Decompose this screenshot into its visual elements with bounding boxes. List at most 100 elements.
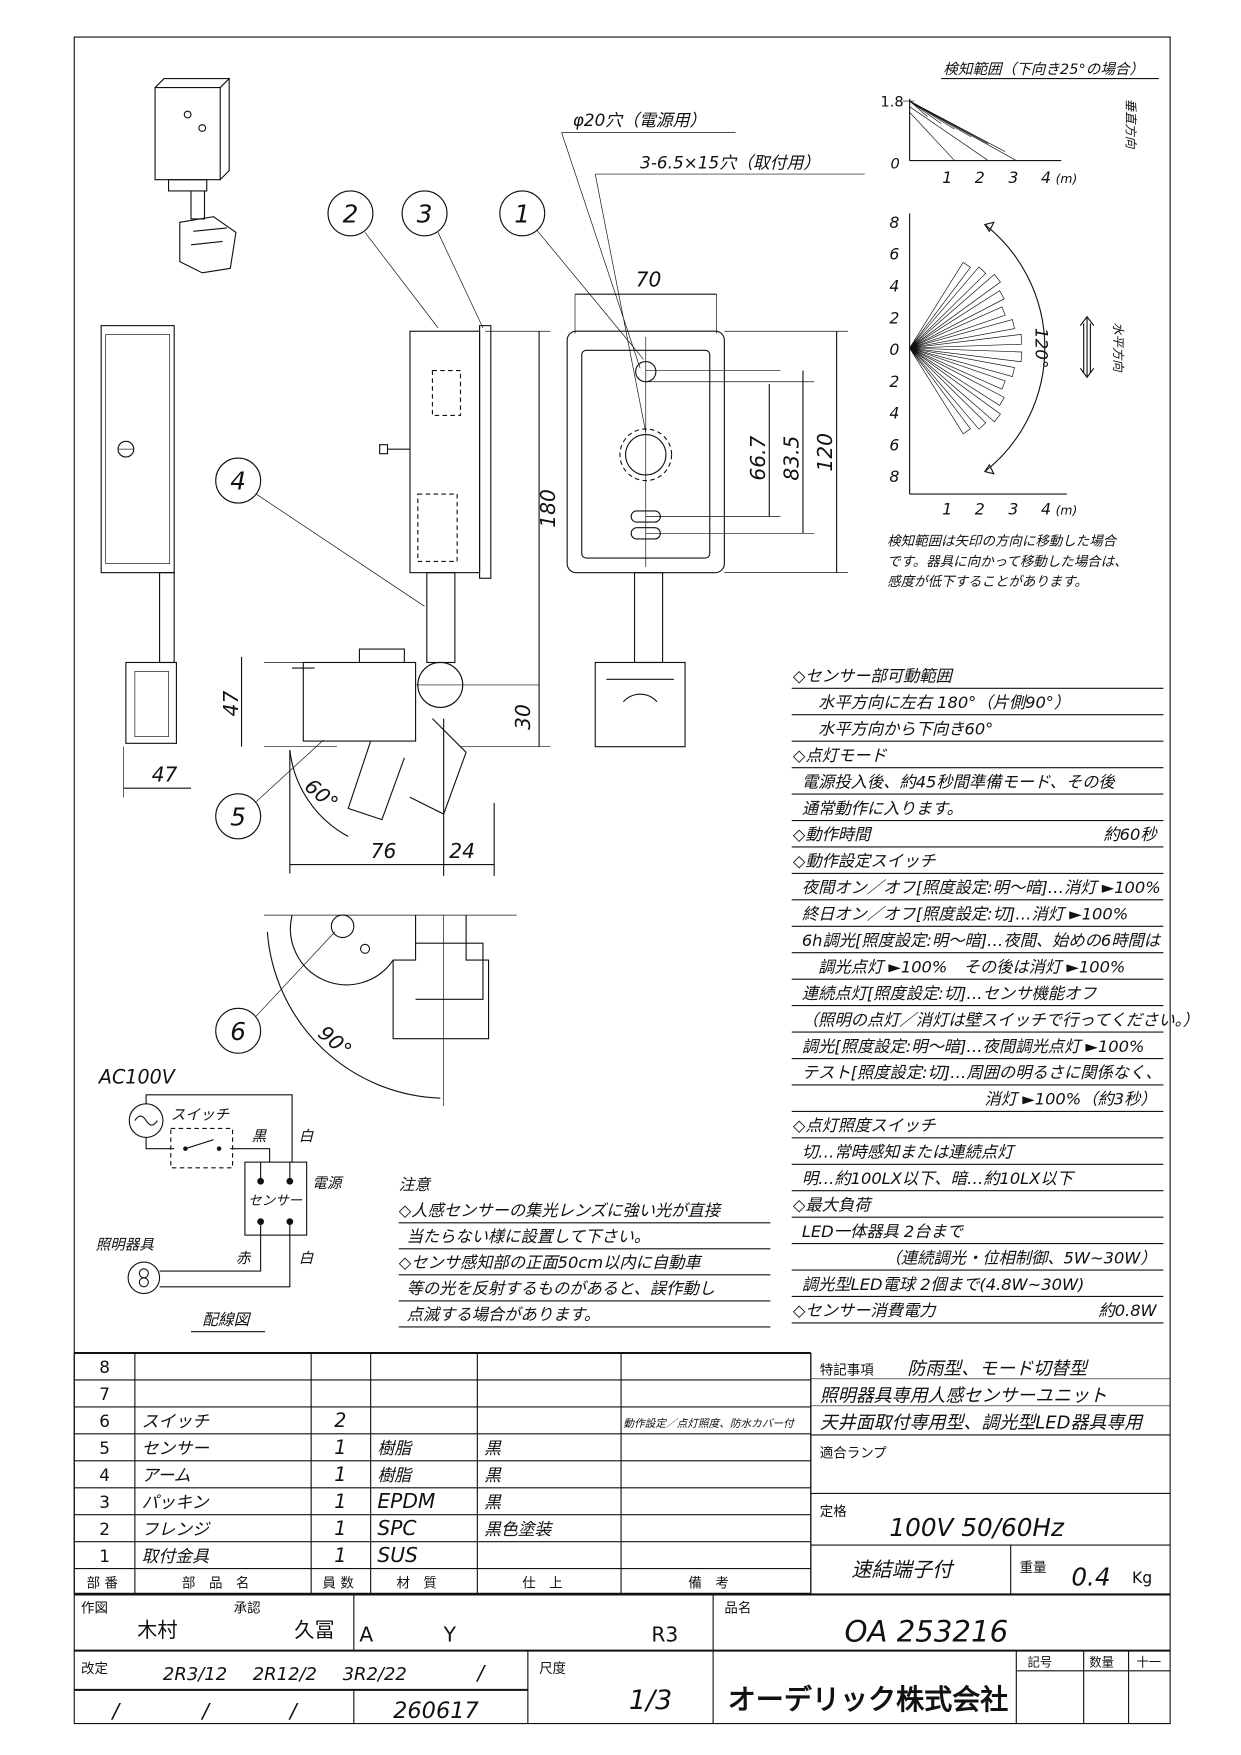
cell-quantity: 1 bbox=[334, 1491, 346, 1513]
horizontal-direction-label: 水平方向 bbox=[1111, 322, 1125, 373]
wiring-diagram: AC100V スイッチ 黒 白 センサー 電源 照明器具 赤 白 配線図 bbox=[96, 1067, 344, 1333]
cell-quantity: 1 bbox=[334, 1518, 346, 1540]
company-name: オーデリック株式会社 bbox=[728, 1683, 1009, 1716]
callouts: 1 2 3 4 5 6 bbox=[215, 190, 644, 1054]
switch-label: スイッチ bbox=[171, 1106, 230, 1123]
title-block: 作図 木村 承認 久冨 A Y R3 品名 OA 253216 改定 2R3/1… bbox=[74, 1593, 1171, 1724]
bottom-view: 90° bbox=[263, 914, 517, 1106]
spec-row: LED一体器具 2台まで bbox=[791, 1222, 1164, 1245]
detection-zone bbox=[909, 266, 987, 349]
y-tick: 2 bbox=[889, 308, 899, 327]
header-part-no: 部番 bbox=[87, 1576, 123, 1592]
detection-zone bbox=[909, 347, 1006, 390]
spec-text: ◇センサー部可動範囲 bbox=[793, 667, 955, 686]
callout-1: 1 bbox=[514, 199, 530, 228]
spec-row: ◇動作設定スイッチ bbox=[791, 852, 1164, 874]
spec-value: （連続調光・位相制御、5W~30W） bbox=[885, 1248, 1157, 1267]
header-remarks: 備考 bbox=[688, 1576, 742, 1592]
spec-text: 水平方向から下向き60° bbox=[802, 719, 994, 738]
spec-row: 連続点灯[照度設定:切]…センサ機能オフ bbox=[791, 984, 1164, 1007]
dim-47-side: 47 bbox=[219, 691, 243, 717]
spec-row: 明…約100LX以下、暗…約10LX以下 bbox=[791, 1169, 1164, 1192]
sweep-arc bbox=[984, 224, 1046, 473]
cell-part-name: アーム bbox=[142, 1465, 191, 1485]
spec-row: ◇点灯照度スイッチ bbox=[791, 1116, 1164, 1139]
vertical-detection-chart: 検知範囲（下向き25°の場合） 1.8 0 1 2 3 4 (m) 垂直方向 bbox=[880, 61, 1159, 187]
table-row: 7 bbox=[99, 1384, 110, 1404]
detection-zone bbox=[909, 347, 1001, 423]
rating-value: 100V 50/60Hz bbox=[889, 1513, 1065, 1542]
spec-row: 調光点灯 ►100% その後は消灯 ►100% bbox=[791, 957, 1164, 980]
power-label: 電源 bbox=[312, 1175, 344, 1192]
detection-zone bbox=[909, 347, 1005, 406]
detection-zone bbox=[909, 306, 1006, 349]
document-number: 260617 bbox=[393, 1698, 479, 1724]
sensor-box bbox=[244, 1161, 308, 1236]
caution-notes: 注意 ◇人感センサーの集光レンズに強い光が直接当たらない様に設置して下さい。◇セ… bbox=[399, 1175, 771, 1328]
cell-part-name: パッキン bbox=[142, 1492, 210, 1512]
cell-part-name: スイッチ bbox=[142, 1411, 210, 1431]
detection-ray bbox=[909, 100, 928, 118]
vertical-chart-title: 検知範囲（下向き25°の場合） bbox=[943, 61, 1144, 78]
spec-row: （連続調光・位相制御、5W~30W） bbox=[791, 1248, 1164, 1271]
dim-76: 76 bbox=[371, 839, 397, 863]
x-tick: 2 bbox=[975, 168, 985, 187]
cell-material: 樹脂 bbox=[377, 1438, 413, 1458]
cell-material: EPDM bbox=[377, 1489, 435, 1513]
spec-row: 切…常時感知または連続点灯 bbox=[791, 1143, 1164, 1165]
detection-note: 検知範囲は矢印の方向に移動した場合 bbox=[887, 534, 1117, 550]
angle-90: 90° bbox=[314, 1021, 357, 1062]
header-part-name: 部品名 bbox=[182, 1576, 263, 1592]
spec-row: 水平方向から下向き60° bbox=[791, 719, 1164, 742]
spec-row: ◇動作時間約60秒 bbox=[791, 825, 1164, 848]
header-quantity: 員数 bbox=[322, 1576, 358, 1592]
cell-part-name: フレンジ bbox=[142, 1519, 211, 1539]
cell-quantity: 2 bbox=[334, 1410, 346, 1432]
detection-ray bbox=[909, 106, 989, 161]
x-tick: 3 bbox=[1008, 499, 1018, 518]
spec-row: 6h調光[照度設定:明～暗]…夜間、始めの6時間は bbox=[791, 931, 1164, 954]
cell-finish: 黒色塗装 bbox=[484, 1519, 553, 1539]
cell-finish: 黒 bbox=[484, 1465, 502, 1485]
revision: 3R2/22 bbox=[343, 1664, 407, 1685]
spec-list: ◇センサー部可動範囲 水平方向に左右 180°（片側90°） 水平方向から下向き… bbox=[791, 667, 1199, 1324]
detection-ray bbox=[909, 112, 955, 161]
y-zero-label: 0 bbox=[891, 155, 900, 172]
spec-row: 通常動作に入ります。 bbox=[791, 799, 1164, 822]
caution-title: 注意 bbox=[399, 1175, 433, 1194]
dim-66-7: 66.7 bbox=[746, 435, 770, 480]
power-hole-label: φ20穴（電源用） bbox=[573, 110, 706, 130]
spec-text: 電源投入後、約45秒間準備モード、その後 bbox=[802, 772, 1117, 791]
detection-ray bbox=[909, 100, 972, 138]
cell-quantity: 1 bbox=[334, 1545, 346, 1567]
caution-line: 等の光を反射するものがあると、誤作動し bbox=[407, 1279, 715, 1298]
drawn-label: 作図 bbox=[81, 1600, 108, 1616]
spec-row: 調光型LED電球 2個まで(4.8W~30W) bbox=[791, 1275, 1164, 1298]
spec-text: ◇点灯モード bbox=[793, 746, 888, 765]
revision: 2R12/2 bbox=[253, 1664, 317, 1685]
dim-47-bottom: 47 bbox=[152, 762, 178, 786]
spec-row: 消灯 ►100%（約3秒） bbox=[791, 1090, 1164, 1112]
detection-note: です。器具に向かって移動した場合は、 bbox=[887, 554, 1127, 570]
cell-finish: 黒 bbox=[484, 1492, 502, 1512]
spec-row: テスト[照度設定:切]…周囲の明るさに関係なく、 bbox=[791, 1063, 1164, 1086]
spec-text: テスト[照度設定:切]…周囲の明るさに関係なく、 bbox=[802, 1063, 1162, 1082]
spec-text: 調光点灯 ►100% その後は消灯 ►100% bbox=[802, 957, 1126, 976]
special-note: 防雨型、モード切替型 bbox=[907, 1358, 1089, 1379]
lamp-icon bbox=[127, 1261, 161, 1295]
spec-text: ◇点灯照度スイッチ bbox=[793, 1116, 936, 1135]
spec-row: ◇センサー消費電力約0.8W bbox=[791, 1301, 1164, 1324]
cell-part-no: 6 bbox=[99, 1411, 110, 1431]
weight-label: 重量 bbox=[1020, 1560, 1047, 1576]
spec-text: 調光[照度設定:明～暗]…夜間調光点灯 ►100% bbox=[802, 1037, 1145, 1056]
cell-part-no: 2 bbox=[99, 1519, 110, 1539]
detection-zone bbox=[909, 290, 1005, 349]
caution-line: 点滅する場合があります。 bbox=[407, 1305, 601, 1324]
spec-row: ◇点灯モード bbox=[791, 746, 1164, 769]
switch-box bbox=[170, 1127, 234, 1169]
fixture-label: 照明器具 bbox=[96, 1237, 155, 1254]
